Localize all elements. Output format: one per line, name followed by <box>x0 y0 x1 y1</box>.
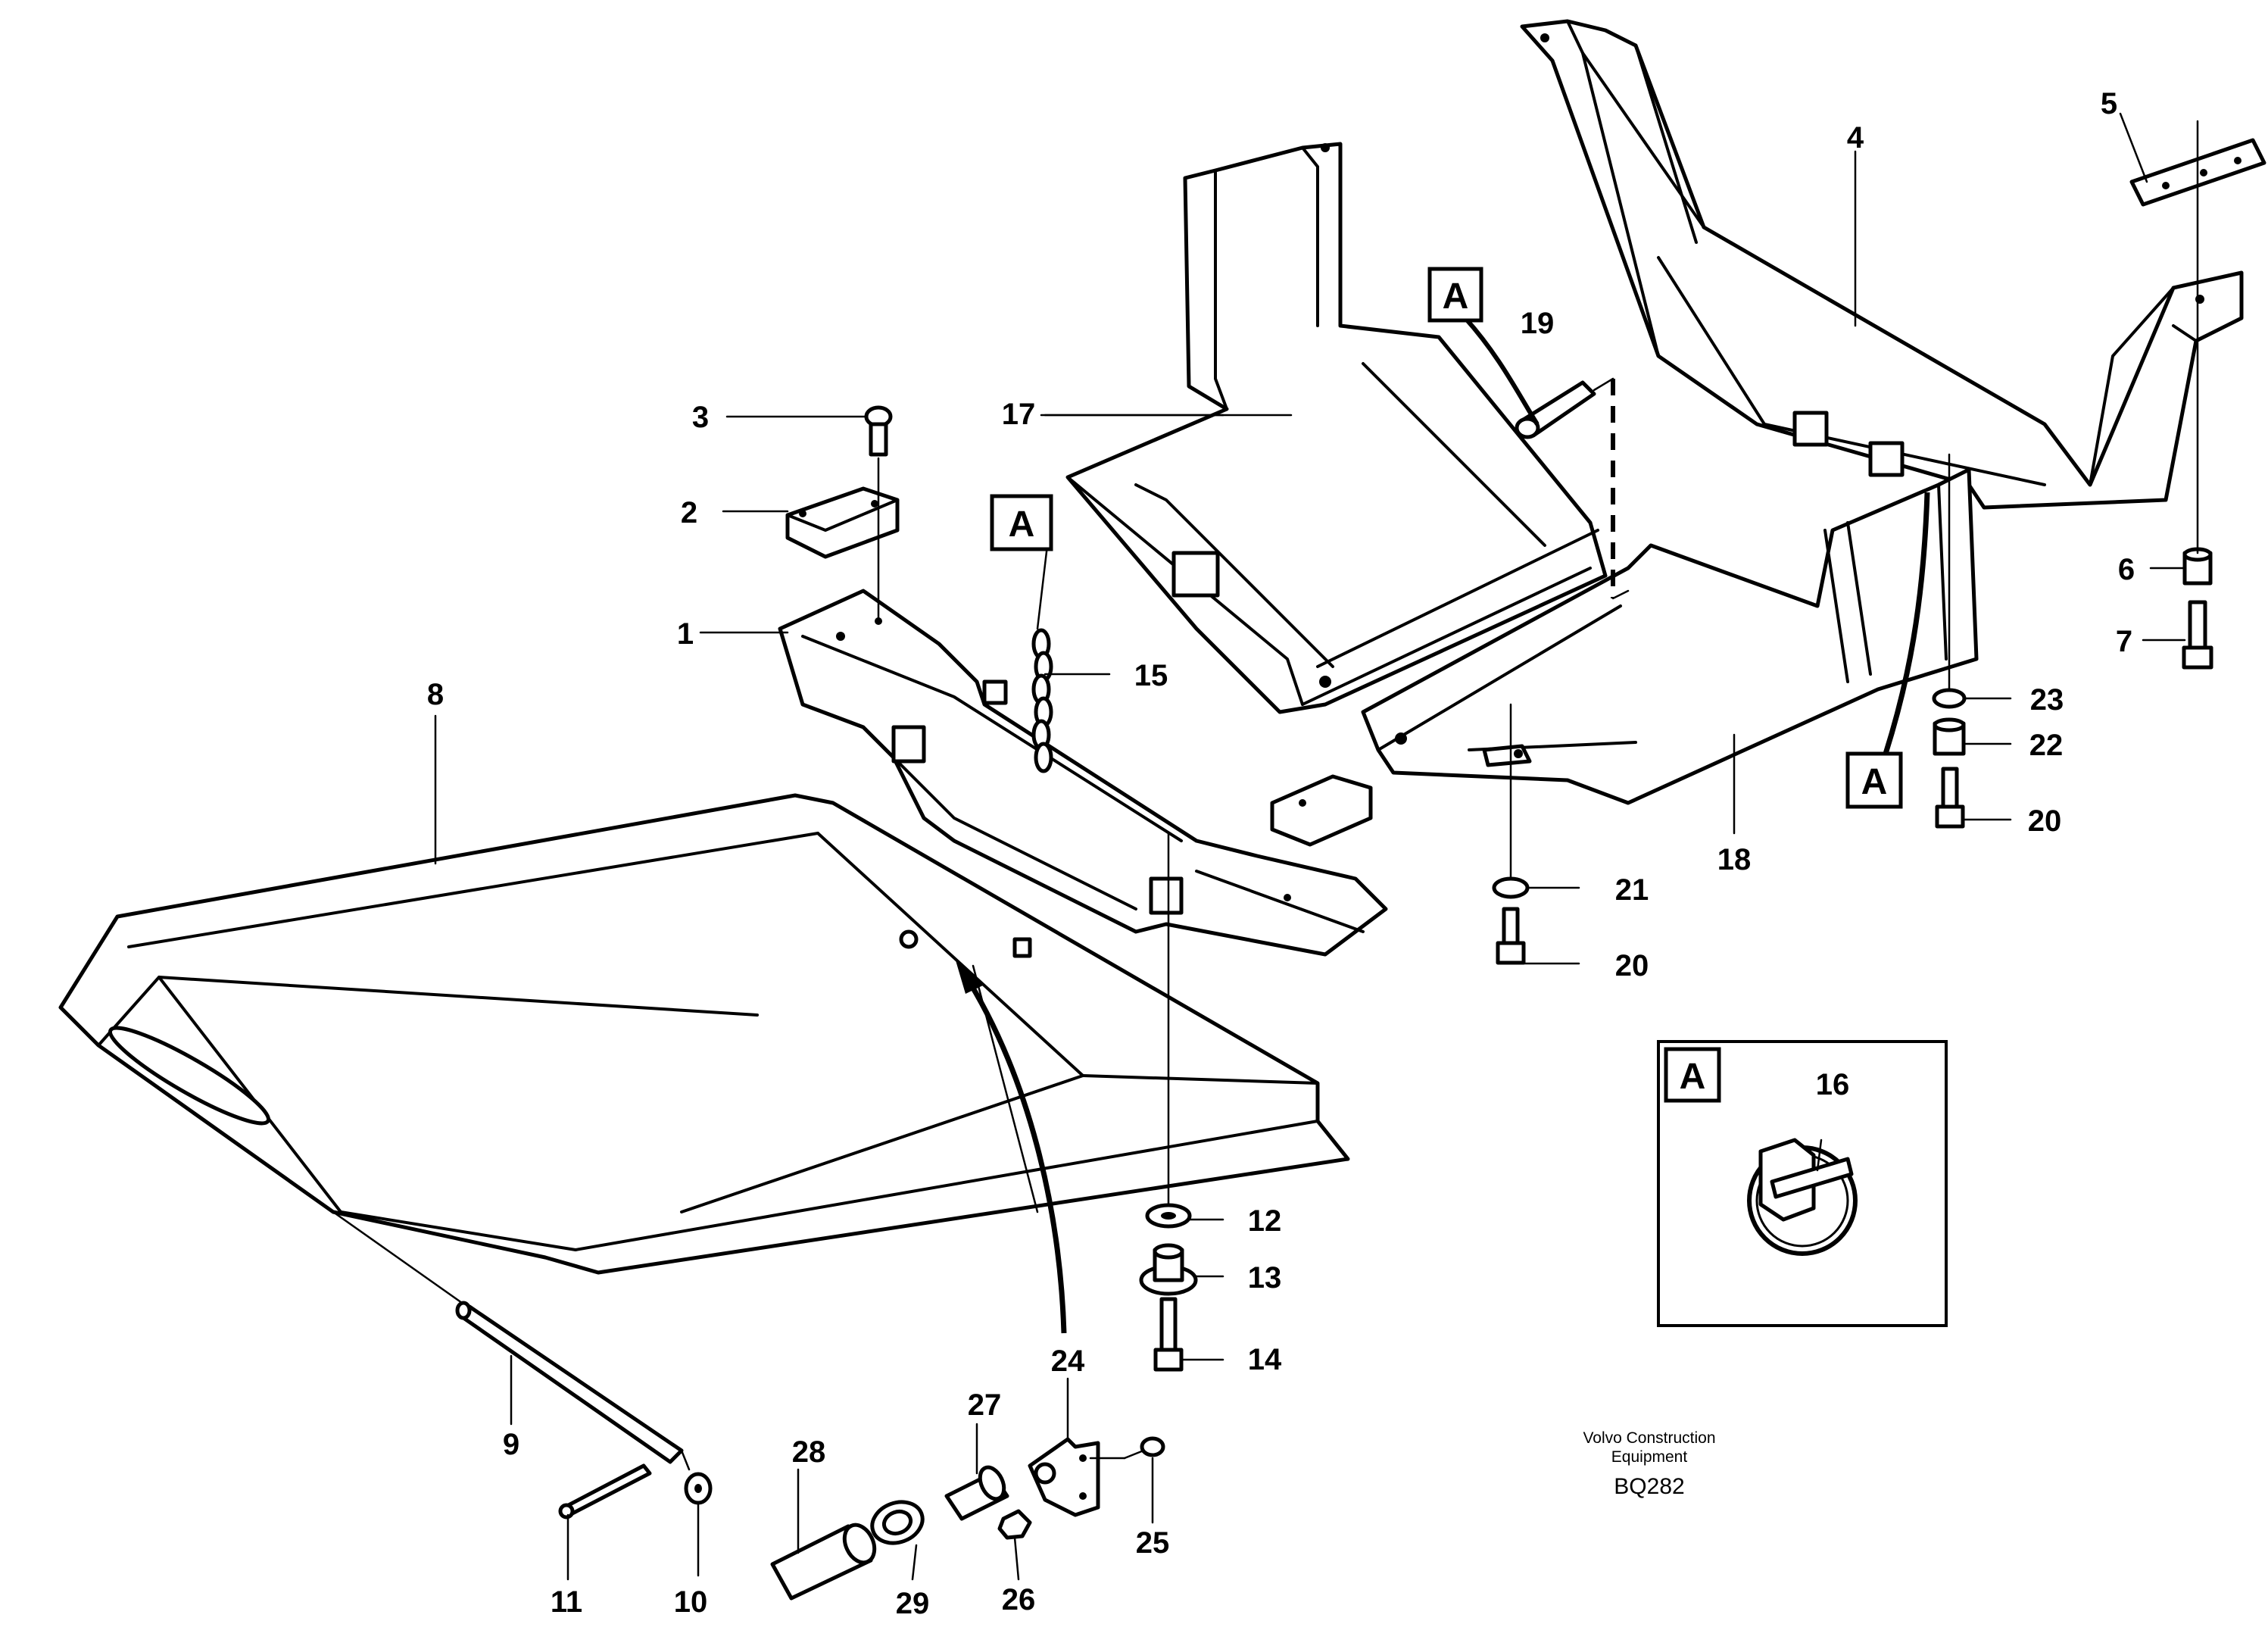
callout-6: 6 <box>2118 553 2135 586</box>
callout-13: 13 <box>1248 1261 1282 1295</box>
part-2-clamp <box>785 486 900 559</box>
callout-25: 25 <box>1136 1526 1170 1560</box>
caption-code: BQ282 <box>1614 1474 1684 1499</box>
callout-26: 26 <box>1002 1583 1036 1616</box>
callout-22: 22 <box>2029 729 2064 762</box>
callout-15: 15 <box>1134 659 1168 692</box>
part-24-arrow <box>956 960 1067 1334</box>
part-7-bolt <box>2182 600 2213 670</box>
callout-20-upper: 20 <box>2028 804 2062 838</box>
part-6-bushing <box>2182 547 2213 586</box>
callout-19: 19 <box>1521 307 1555 340</box>
callout-16: 16 <box>1816 1068 1850 1101</box>
callout-9: 9 <box>503 1428 519 1461</box>
part-23-washer <box>1932 688 1967 709</box>
part-18-bracket <box>1361 467 1979 805</box>
caption: Volvo Construction Equipment BQ282 <box>1583 1429 1715 1499</box>
part-8-guard <box>58 793 1350 1275</box>
marker-a-detail: A <box>1664 1047 1721 1103</box>
marker-a-upper: A <box>1427 267 1483 323</box>
part-3-bolt <box>864 405 893 457</box>
part-19-pin <box>1515 380 1596 439</box>
callout-5: 5 <box>2101 87 2117 120</box>
part-26-nut <box>997 1509 1032 1540</box>
callout-labels: 1 2 3 4 5 6 7 8 9 10 11 12 13 14 15 16 1… <box>427 87 2135 1620</box>
part-12-washer <box>1145 1203 1192 1229</box>
part-22-bushing <box>1933 717 1966 756</box>
svg-text:A: A <box>1443 276 1469 317</box>
part-25-screw <box>1123 1436 1165 1460</box>
callout-8: 8 <box>427 678 444 711</box>
caption-line1: Volvo Construction <box>1583 1429 1715 1447</box>
part-15-chain <box>1031 628 1053 773</box>
callout-27: 27 <box>968 1388 1002 1422</box>
a-marker-arrows <box>1463 316 1930 755</box>
callout-7: 7 <box>2116 625 2132 658</box>
part-27-nipple <box>944 1465 1009 1521</box>
callout-2: 2 <box>681 496 697 529</box>
callout-28: 28 <box>792 1435 826 1469</box>
part-17-bracket <box>1065 142 1608 714</box>
part-24-valve <box>1028 1437 1100 1517</box>
marker-a-chain: A <box>990 494 1053 551</box>
callout-4: 4 <box>1847 121 1864 155</box>
part-4-frame <box>1520 19 2244 510</box>
callout-21: 21 <box>1615 873 1649 907</box>
part-20-bolt-lower <box>1496 907 1526 965</box>
part-10-washer <box>684 1472 713 1505</box>
svg-text:A: A <box>1009 504 1035 545</box>
part-1-bracket <box>778 589 1388 957</box>
part-29-clamp <box>870 1500 925 1545</box>
callout-12: 12 <box>1248 1204 1282 1238</box>
marker-a-right: A <box>1845 751 1903 809</box>
part-11-pin <box>558 1463 652 1520</box>
callout-24: 24 <box>1051 1345 1085 1378</box>
part-9-rod <box>455 1301 684 1464</box>
callout-1: 1 <box>677 617 694 651</box>
callout-17: 17 <box>1002 398 1036 431</box>
part-13-bushing <box>1139 1243 1198 1296</box>
callout-29: 29 <box>896 1587 930 1620</box>
callout-11: 11 <box>551 1585 582 1619</box>
callout-23: 23 <box>2030 683 2064 717</box>
caption-line2: Equipment <box>1611 1448 1688 1466</box>
part-28-hose <box>770 1523 877 1601</box>
callout-20-lower: 20 <box>1615 949 1649 982</box>
callout-10: 10 <box>674 1585 708 1619</box>
callout-3: 3 <box>692 401 709 434</box>
part-21-washer <box>1492 876 1530 899</box>
callout-14: 14 <box>1248 1343 1282 1376</box>
svg-text:A: A <box>1861 762 1888 802</box>
part-20-bolt-upper <box>1935 767 1965 829</box>
svg-text:A: A <box>1680 1057 1706 1097</box>
leader-lines <box>332 112 2199 1581</box>
callout-18: 18 <box>1717 843 1752 876</box>
part-14-bolt <box>1153 1297 1184 1372</box>
loose-plate <box>1270 774 1373 847</box>
